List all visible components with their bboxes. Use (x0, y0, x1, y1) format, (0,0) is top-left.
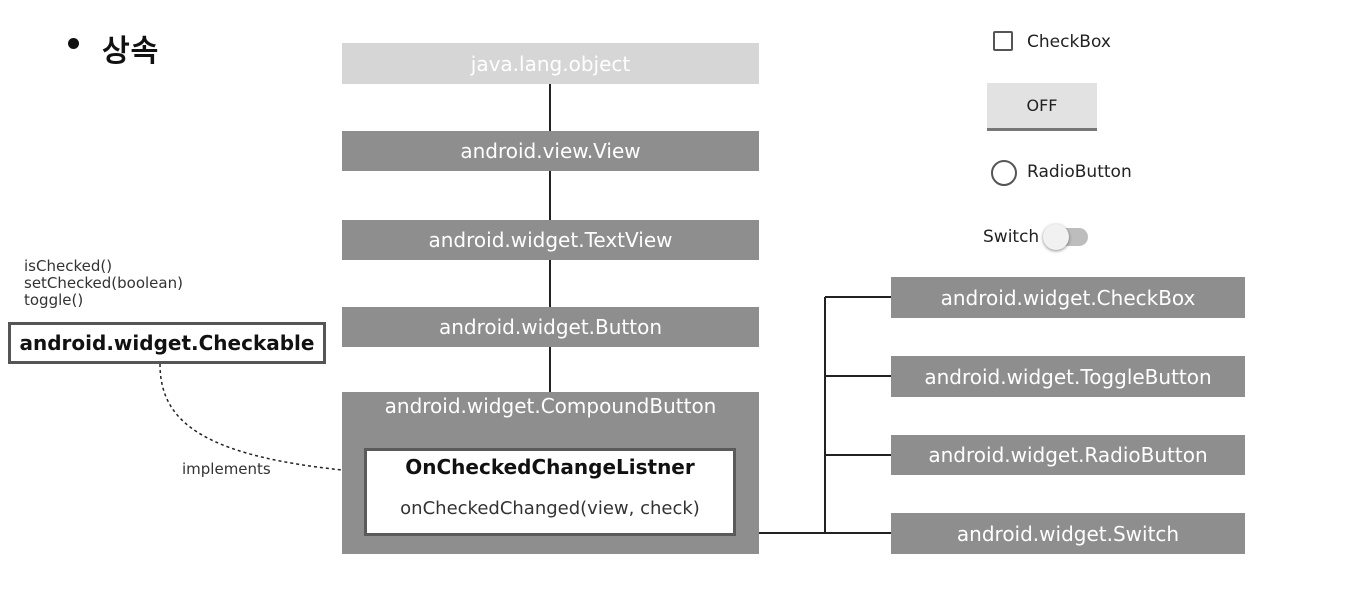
sample-toggle-button[interactable]: OFF (987, 83, 1097, 131)
node-android-widget-textview: android.widget.TextView (342, 220, 759, 260)
sample-checkbox-label: CheckBox (1027, 32, 1111, 52)
method-ischecked: isChecked() (24, 257, 113, 275)
edge-implements-dotted (159, 363, 343, 471)
node-android-widget-togglebutton: android.widget.ToggleButton (891, 356, 1245, 397)
node-android-widget-checkbox: android.widget.CheckBox (891, 277, 1245, 318)
sample-checkbox[interactable] (993, 31, 1013, 51)
listener-method: onCheckedChanged(view, check) (400, 498, 700, 519)
node-android-widget-switch: android.widget.Switch (891, 513, 1245, 554)
node-android-view-view: android.view.View (342, 131, 759, 171)
implements-label: implements (182, 460, 271, 478)
page-title: 상속 (102, 34, 160, 69)
title-bullet-icon (68, 38, 79, 49)
node-android-widget-compoundbutton: android.widget.CompoundButton OnCheckedC… (342, 392, 759, 554)
sample-radio-button[interactable] (991, 160, 1017, 186)
sample-switch-label: Switch (983, 227, 1040, 247)
checkable-methods: isChecked() setChecked(boolean) toggle() (24, 258, 183, 309)
node-java-lang-object: java.lang.object (342, 43, 759, 84)
listener-box: OnCheckedChangeListner onCheckedChanged(… (364, 448, 736, 536)
node-android-widget-radiobutton: android.widget.RadioButton (891, 435, 1245, 475)
node-android-widget-checkable: android.widget.Checkable (8, 322, 326, 364)
sample-switch-thumb[interactable] (1043, 224, 1069, 250)
method-toggle: toggle() (24, 291, 84, 309)
method-setchecked: setChecked(boolean) (24, 274, 183, 292)
node-android-widget-button: android.widget.Button (342, 307, 759, 347)
compoundbutton-label: android.widget.CompoundButton (384, 394, 717, 418)
listener-name: OnCheckedChangeListner (405, 455, 695, 479)
sample-radio-label: RadioButton (1027, 162, 1132, 182)
